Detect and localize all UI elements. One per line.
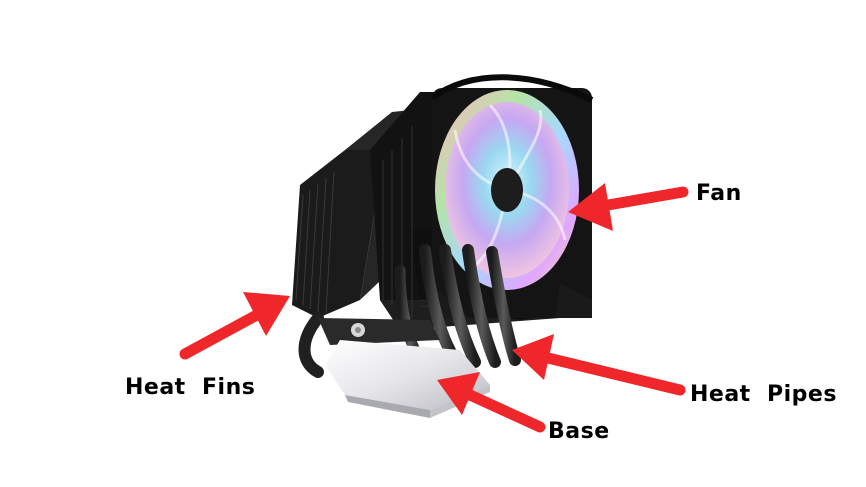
label-fan: Fan [696, 181, 742, 206]
label-heat-fins: Heat Fins [125, 375, 256, 400]
arrow-base [437, 372, 546, 433]
arrow-heat-fins [179, 292, 290, 360]
label-heat-pipes: Heat Pipes [690, 382, 837, 407]
mounting-bracket [318, 318, 440, 345]
arrow-heat-pipes [512, 334, 686, 396]
arrow-fan [568, 183, 689, 231]
label-base: Base [548, 419, 610, 444]
rgb-fan-icon [430, 74, 594, 318]
